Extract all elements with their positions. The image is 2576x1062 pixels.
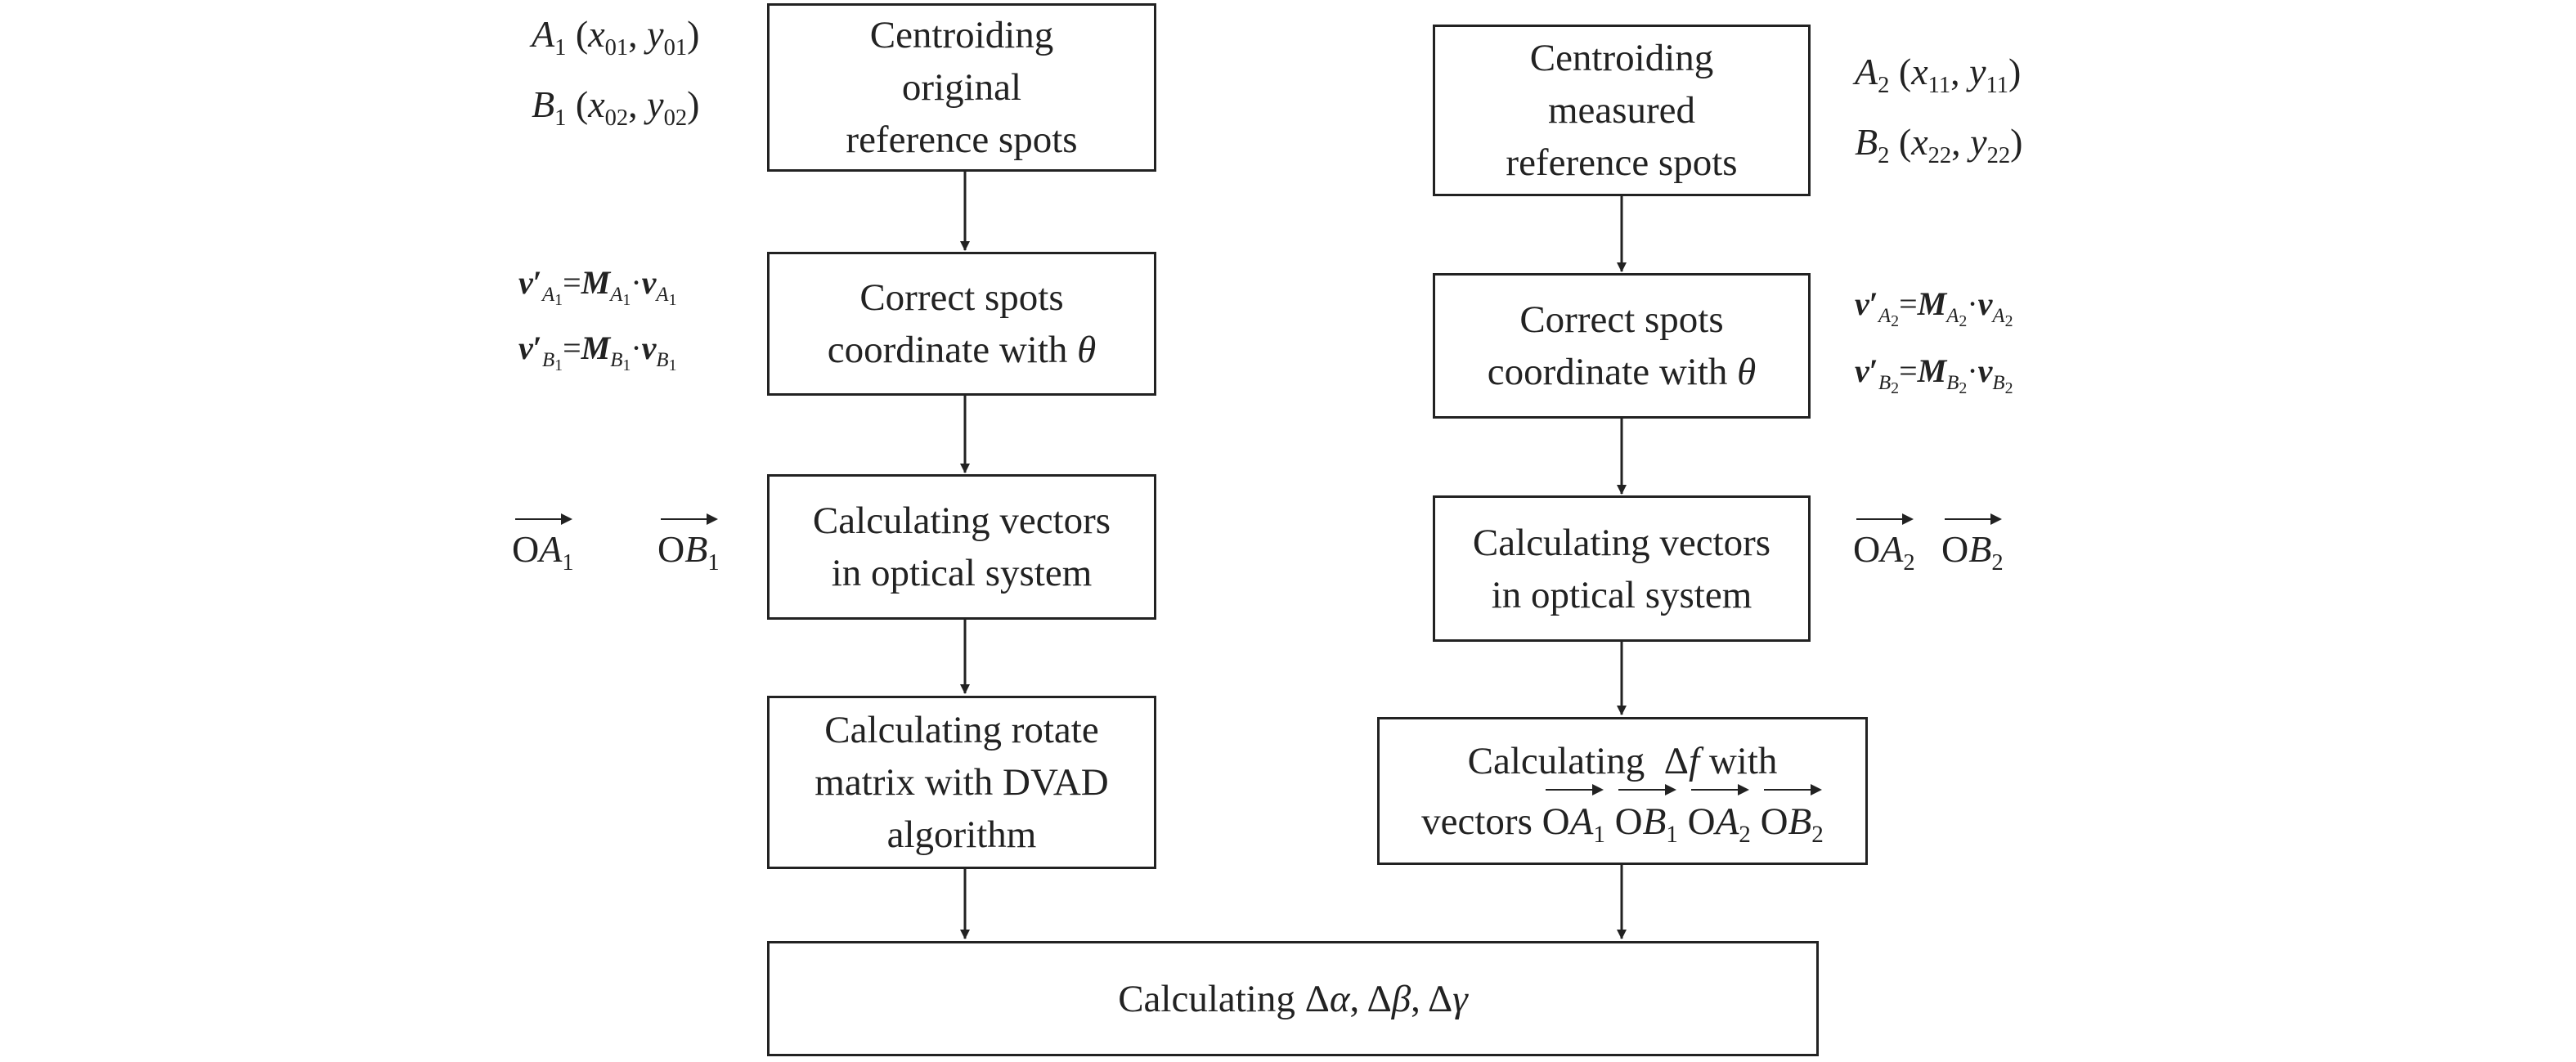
vector-OB2: OB2	[1761, 783, 1824, 848]
box-text-line: vectors OA1 OB1 OA2 OB2	[1421, 783, 1824, 848]
box-text: Calculating vectors	[1472, 521, 1771, 564]
label-vector-OB2: OB2	[1941, 513, 2004, 575]
box-calculating-angles: Calculating Δα, Δβ, Δγ	[767, 941, 1819, 1056]
box-text: Calculating vectors	[812, 500, 1111, 542]
box-text: measured	[1547, 89, 1696, 132]
box-rotate-matrix: Calculating rotate matrix with DVAD algo…	[767, 696, 1156, 869]
label-vector-OA2: OA2	[1853, 513, 1915, 575]
box-centroiding-original: Centroiding original reference spots	[767, 3, 1156, 172]
box-text: in optical system	[831, 552, 1093, 594]
vector-OB1: OB1	[1615, 783, 1678, 848]
label-A2-coords: A2 (x11, y11)	[1855, 51, 2022, 98]
box-text: with	[1708, 739, 1778, 782]
box-text: algorithm	[886, 813, 1037, 856]
label-vB2-prime-equation: v′B2=MB2·vB2	[1855, 352, 2013, 397]
box-text: coordinate with	[827, 329, 1068, 371]
f-variable: f	[1689, 739, 1700, 782]
box-text-line: Calculating Δα, Δβ, Δγ	[1118, 973, 1468, 1025]
box-text-line: coordinate with θ	[1488, 346, 1757, 398]
theta-symbol: θ	[1077, 329, 1097, 371]
label-vector-OA1: OA1	[512, 513, 574, 575]
box-text: Calculating	[1118, 977, 1295, 1020]
box-text: matrix with DVAD	[815, 761, 1109, 804]
box-text-line: Calculating Δf with	[1468, 735, 1778, 787]
box-calculating-vectors-left: Calculating vectors in optical system	[767, 474, 1156, 620]
box-text: Calculating	[1467, 739, 1645, 782]
box-text: Centroiding	[869, 14, 1054, 56]
box-text: Calculating rotate	[824, 709, 1099, 751]
label-vA2-prime-equation: v′A2=MA2·vA2	[1855, 285, 2013, 330]
separator: ,	[1411, 977, 1429, 1020]
label-A1-coords: A1 (x01, y01)	[532, 13, 700, 60]
gamma-symbol: γ	[1452, 977, 1468, 1020]
beta-symbol: β	[1391, 977, 1411, 1020]
box-text: Centroiding	[1529, 37, 1714, 79]
alpha-symbol: α	[1329, 977, 1350, 1020]
box-text: Correct spots	[1519, 298, 1724, 341]
label-vA1-prime-equation: v′A1=MA1·vA1	[518, 264, 677, 309]
box-text: coordinate with	[1487, 351, 1728, 393]
box-text: vectors	[1421, 800, 1533, 843]
vector-OA2: OA2	[1688, 783, 1751, 848]
box-correct-spots-left: Correct spots coordinate with θ	[767, 252, 1156, 396]
box-correct-spots-right: Correct spots coordinate with θ	[1433, 273, 1811, 419]
label-B1-coords: B1 (x02, y02)	[532, 83, 700, 131]
theta-symbol: θ	[1737, 351, 1757, 393]
vector-OA1: OA1	[1542, 783, 1605, 848]
delta-symbol: Δ	[1304, 977, 1330, 1020]
separator: ,	[1349, 977, 1367, 1020]
delta-symbol: Δ	[1367, 977, 1392, 1020]
label-vector-OB1: OB1	[657, 513, 720, 575]
box-text: in optical system	[1491, 573, 1752, 616]
label-vB1-prime-equation: v′B1=MB1·vB1	[518, 329, 677, 374]
box-text: reference spots	[846, 119, 1078, 161]
box-text: original	[901, 66, 1022, 109]
box-calculating-vectors-right: Calculating vectors in optical system	[1433, 495, 1811, 642]
box-centroiding-measured: Centroiding measured reference spots	[1433, 25, 1811, 196]
box-text: reference spots	[1506, 141, 1738, 184]
label-B2-coords: B2 (x22, y22)	[1855, 121, 2023, 168]
box-text: Correct spots	[859, 276, 1064, 319]
delta-symbol: Δ	[1663, 739, 1690, 782]
delta-symbol: Δ	[1428, 977, 1453, 1020]
box-text-line: coordinate with θ	[828, 324, 1097, 376]
box-calculating-delta-f: Calculating Δf with vectors OA1 OB1 OA2 …	[1377, 717, 1868, 865]
